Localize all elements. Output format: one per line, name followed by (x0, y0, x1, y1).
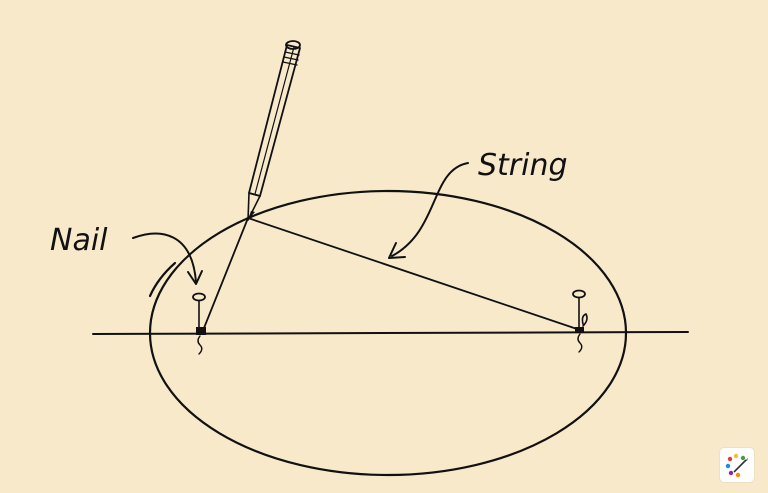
string-segment-right (247, 217, 581, 331)
ellipse-gap-mask (147, 212, 247, 298)
nail-icon (572, 289, 588, 353)
nail-pointer-arrow (132, 232, 197, 283)
nail-pointer-arrowhead (187, 270, 203, 285)
string-segment-left (201, 217, 249, 334)
string-pointer-arrow (391, 162, 469, 257)
nail-icon (192, 292, 206, 355)
string-label: String (478, 148, 568, 183)
logo-icon (720, 448, 754, 482)
nail-label: Nail (50, 223, 108, 258)
pencil-icon (247, 40, 301, 221)
string-pointer-arrowhead (388, 242, 406, 259)
major-axis-line (92, 331, 689, 335)
ellipse-start-stroke (148, 261, 177, 298)
